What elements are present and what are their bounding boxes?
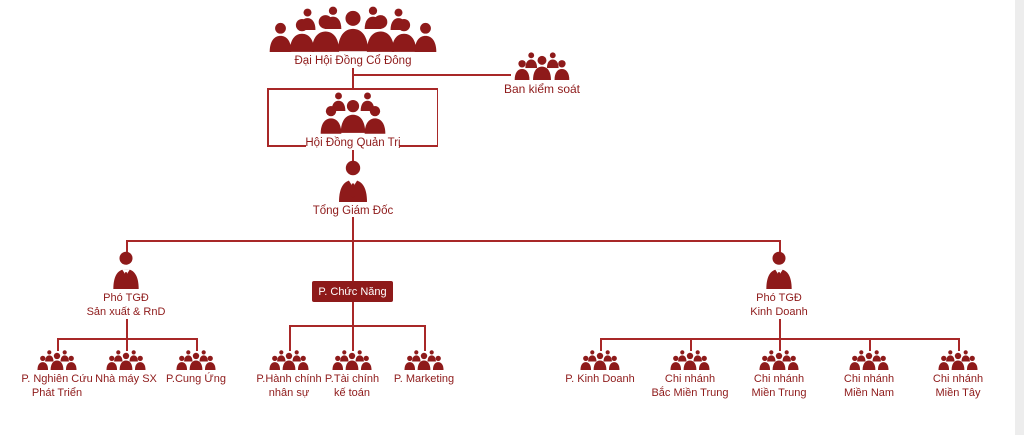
org-node-deputy-business: Phó TGĐ Kinh Doanh — [719, 251, 839, 319]
node-label: P.Tài chính kế toán — [324, 373, 380, 399]
crowd-icon — [319, 92, 387, 134]
connector-main — [126, 240, 779, 242]
node-label: Tổng Giám Đốc — [312, 205, 394, 217]
org-node-ceo: Tổng Giám Đốc — [298, 160, 408, 219]
team-icon — [936, 350, 980, 370]
team-icon — [847, 350, 891, 370]
team-icon — [668, 350, 712, 370]
connector-main-mid — [352, 240, 354, 281]
connector-hr — [289, 325, 291, 351]
node-label: Phó TGĐ Kinh Doanh — [750, 292, 808, 318]
org-node-business-dept: P. Kinh Doanh — [550, 350, 650, 387]
org-node-finance: P.Tài chính kế toán — [302, 350, 402, 400]
team-icon — [402, 350, 446, 370]
connector-branch-central — [779, 338, 781, 351]
connector-ceo-down — [352, 217, 354, 240]
org-node-marketing: P. Marketing — [374, 350, 474, 387]
team-icon — [330, 350, 374, 370]
org-node-branch-west: Chi nhánh Miền Tây — [908, 350, 1008, 400]
connector-supply — [196, 338, 198, 351]
org-node-branch-south: Chi nhánh Miền Nam — [819, 350, 919, 400]
team-icon — [511, 52, 573, 80]
node-label: Ban kiểm soát — [503, 82, 581, 96]
page-edge — [1015, 0, 1024, 435]
node-label: Chi nhánh Miền Nam — [843, 373, 895, 399]
executive-icon — [111, 251, 141, 289]
team-icon — [757, 350, 801, 370]
org-node-factory: Nhà máy SX — [76, 350, 176, 387]
node-label: Phó TGĐ Sản xuất & RnD — [86, 292, 166, 318]
org-node-hr-admin: P.Hành chính nhân sự — [239, 350, 339, 400]
connector-bracket-left — [267, 88, 269, 146]
node-label: P.Hành chính nhân sự — [256, 373, 322, 399]
connector-finance — [352, 325, 354, 351]
connector-left-down — [126, 319, 128, 338]
team-icon — [578, 350, 622, 370]
node-label: P. Chức Năng — [318, 285, 387, 298]
connector-rnd — [57, 338, 59, 351]
connector-branch-west — [958, 338, 960, 351]
org-node-shareholders: Đại Hội Đồng Cổ Đông — [263, 6, 443, 69]
node-label: Chi nhánh Miền Trung — [751, 373, 807, 399]
connector-business — [600, 338, 602, 351]
org-node-rnd: P. Nghiên Cứu Phát Triển — [7, 350, 107, 400]
executive-icon — [764, 251, 794, 289]
connector-factory — [126, 338, 128, 351]
executive-icon — [336, 160, 370, 202]
team-icon — [35, 350, 79, 370]
node-label: Chi nhánh Miền Tây — [932, 373, 984, 399]
node-label: P.Cung Ứng — [166, 373, 226, 385]
node-label: Chi nhánh Bắc Miền Trung — [651, 373, 729, 399]
node-label: Đại Hội Đồng Cổ Đông — [294, 55, 412, 67]
node-label: Nhà máy SX — [95, 373, 157, 385]
org-node-board: Hội Đồng Quản Trị — [293, 92, 413, 151]
team-icon — [174, 350, 218, 370]
connector-shareholders-down — [352, 68, 354, 88]
connector-functional-down — [352, 302, 354, 325]
connector-bracket-bottom-left — [267, 145, 306, 147]
org-node-supply: P.Cung Ứng — [146, 350, 246, 387]
connector-mid-children — [289, 325, 424, 327]
org-node-deputy-production: Phó TGĐ Sản xuất & RnD — [66, 251, 186, 319]
connector-branch-north-central — [690, 338, 692, 351]
org-node-functional: P. Chức Năng — [312, 281, 393, 302]
team-icon — [104, 350, 148, 370]
connector-to-supervisory — [352, 74, 511, 76]
connector-bracket-right — [436, 88, 438, 146]
connector-branch-south — [869, 338, 871, 351]
node-label: P. Kinh Doanh — [565, 373, 635, 385]
org-node-supervisory: Ban kiểm soát — [487, 52, 597, 97]
node-label: P. Nghiên Cứu Phát Triển — [21, 373, 93, 399]
connector-board-to-ceo — [352, 150, 354, 161]
org-node-branch-north-central: Chi nhánh Bắc Miền Trung — [640, 350, 740, 400]
connector-main-left — [126, 240, 128, 252]
node-label: Hội Đồng Quản Trị — [305, 137, 401, 149]
connector-bracket-top — [267, 88, 438, 90]
connector-marketing — [424, 325, 426, 351]
org-node-branch-central: Chi nhánh Miền Trung — [729, 350, 829, 400]
connector-bracket-bottom-right — [399, 145, 438, 147]
node-label: P. Marketing — [393, 373, 455, 385]
connector-main-right — [779, 240, 781, 252]
crowd-icon — [269, 6, 437, 52]
connector-right-down — [779, 319, 781, 338]
